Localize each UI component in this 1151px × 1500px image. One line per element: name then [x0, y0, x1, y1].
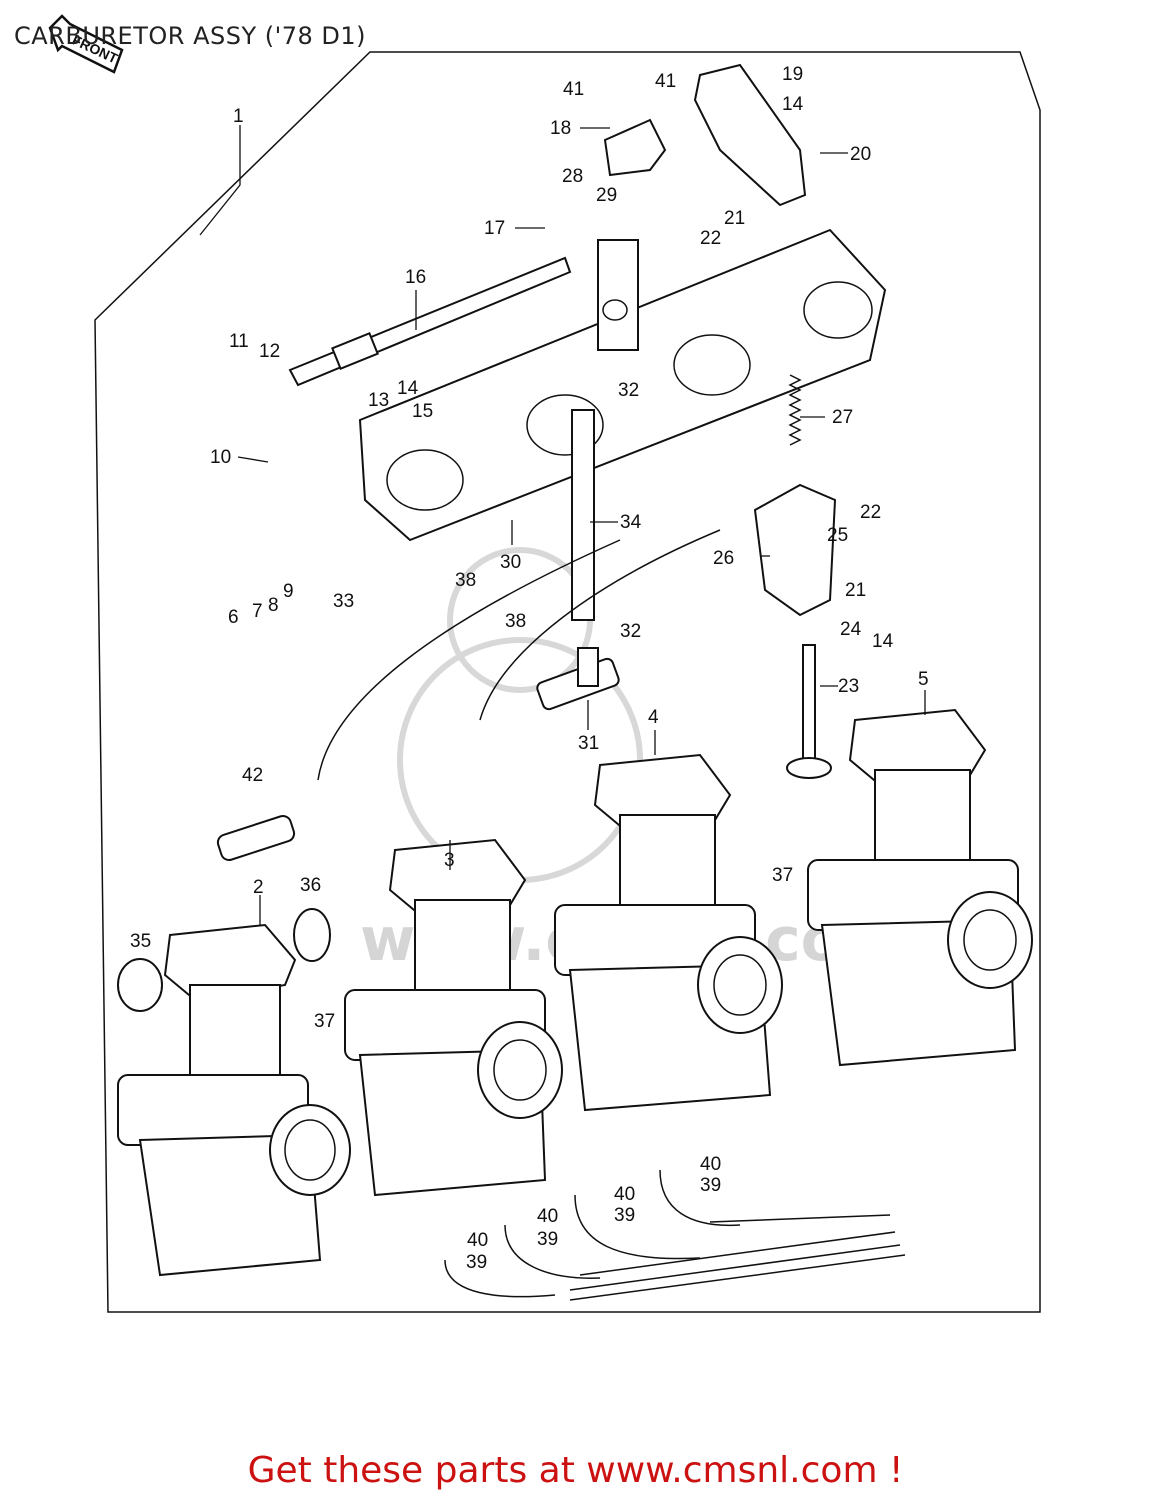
cable-bracket [603, 63, 807, 207]
callout-26: 26 [713, 548, 734, 569]
callout-31: 31 [578, 733, 599, 754]
carburetor-exploded-diagram: www.cmsnl.com [94, 51, 1041, 1313]
callout-3: 3 [444, 850, 455, 871]
callout-1: 1 [233, 106, 244, 127]
callout-11: 11 [229, 331, 249, 352]
carburetor-4 [807, 708, 1033, 1067]
callout-16: 16 [405, 267, 426, 288]
callout-40a: 40 [467, 1230, 488, 1251]
carburetor-1 [117, 923, 351, 1277]
callout-21a: 21 [724, 208, 745, 229]
rubber-cap [117, 958, 163, 1012]
callout-15: 15 [412, 401, 433, 422]
return-spring [788, 374, 802, 446]
callout-38a: 38 [455, 570, 476, 591]
callout-27: 27 [832, 407, 853, 428]
fuel-pipe [571, 409, 595, 621]
carburetor-holder-plate [358, 228, 887, 542]
assembly-boundary [94, 51, 1041, 1313]
footer-promo-text: Get these parts at www.cmsnl.com ! [247, 1450, 904, 1491]
callout-30: 30 [500, 552, 521, 573]
callout-40d: 40 [700, 1154, 721, 1175]
starter-plunger [786, 644, 832, 779]
callout-20: 20 [850, 144, 871, 165]
callout-37b: 37 [772, 865, 793, 886]
callout-36: 36 [300, 875, 321, 896]
choke-bracket [753, 483, 837, 617]
callout-37a: 37 [314, 1011, 335, 1032]
callout-22a: 22 [700, 228, 721, 249]
callout-14b: 14 [782, 94, 804, 115]
callout-14a: 14 [397, 378, 419, 399]
drain-hoses [444, 1169, 906, 1301]
callout-39d: 39 [700, 1175, 721, 1196]
callout-42: 42 [242, 765, 263, 786]
callout-25: 25 [827, 525, 848, 546]
carburetor-3 [554, 753, 783, 1112]
callout-19: 19 [782, 64, 803, 85]
leader-lines [199, 125, 926, 925]
callout-8: 8 [268, 595, 279, 616]
callout-41a: 41 [563, 79, 584, 100]
callout-28: 28 [562, 166, 583, 187]
overflow-hose-a [317, 539, 621, 781]
callout-39c: 39 [614, 1205, 635, 1226]
callout-23: 23 [838, 676, 859, 697]
callout-14c: 14 [872, 631, 894, 652]
callout-29: 29 [596, 185, 617, 206]
callout-10: 10 [210, 447, 231, 468]
callout-22b: 22 [860, 502, 881, 523]
overflow-hose-b [479, 529, 721, 721]
callout-39a: 39 [466, 1252, 487, 1273]
throttle-shaft [288, 256, 572, 387]
callout-numbers: 1 2 3 4 5 6 7 8 9 10 11 12 13 14 14 14 1… [130, 64, 929, 1273]
callout-13: 13 [368, 390, 389, 411]
fuel-t-joint [536, 647, 620, 711]
callout-35: 35 [130, 931, 151, 952]
callout-5: 5 [918, 669, 929, 690]
callout-33: 33 [333, 591, 354, 612]
callout-24: 24 [840, 619, 862, 640]
callout-12: 12 [259, 341, 280, 362]
callout-21b: 21 [845, 580, 866, 601]
callout-34: 34 [620, 512, 642, 533]
carb-connector [216, 814, 296, 862]
callout-9: 9 [283, 581, 294, 602]
callout-4: 4 [648, 707, 659, 728]
callout-40c: 40 [614, 1184, 635, 1205]
diagram-title: CARBURETOR ASSY ('78 D1) [14, 22, 366, 50]
callout-17: 17 [484, 218, 505, 239]
callout-40b: 40 [537, 1206, 558, 1227]
callout-32a: 32 [618, 380, 639, 401]
callout-6: 6 [228, 607, 239, 628]
carburetor-2 [344, 838, 563, 1197]
front-direction-arrow-icon: FRONT [48, 14, 124, 74]
callout-41b: 41 [655, 71, 676, 92]
callout-2: 2 [253, 877, 264, 898]
callout-38b: 38 [505, 611, 526, 632]
callout-32b: 32 [620, 621, 641, 642]
callout-18: 18 [550, 118, 571, 139]
seal-ring [293, 908, 331, 962]
callout-7: 7 [252, 601, 263, 622]
callout-39b: 39 [537, 1229, 558, 1250]
